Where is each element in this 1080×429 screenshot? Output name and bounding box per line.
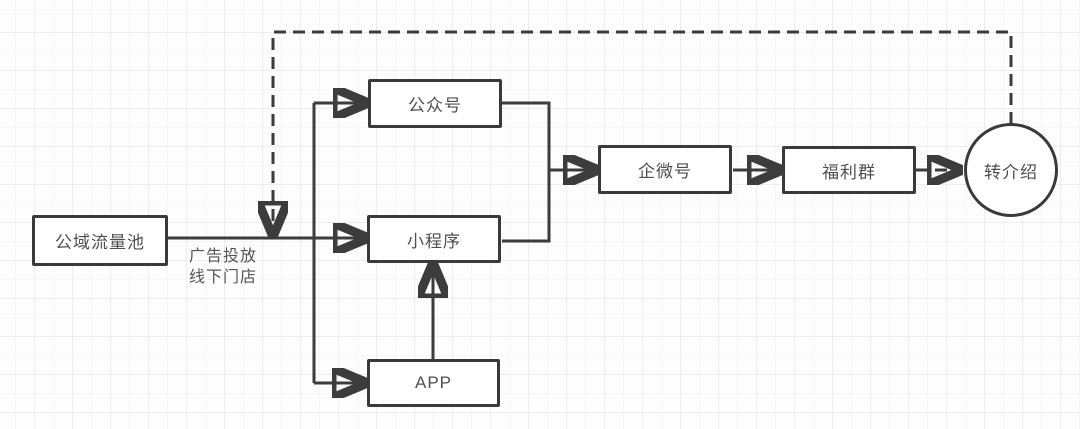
edge-merge-bracket [502,101,551,243]
node-official-account: 公众号 [368,79,502,128]
node-wecom-account-label: 企微号 [638,162,692,181]
flow-edge-label-line2: 线下门店 [189,269,258,286]
flow-edge-label: 广告投放 线下门店 [189,246,257,288]
node-referral-label: 转介绍 [984,162,1038,182]
node-public-pool: 公域流量池 [32,215,168,266]
node-app: APP [367,359,500,407]
node-mini-program: 小程序 [367,215,501,263]
node-welfare-group: 福利群 [782,146,916,194]
node-official-account-label: 公众号 [408,96,462,115]
node-referral: 转介绍 [964,123,1058,217]
node-mini-program-label: 小程序 [407,231,461,251]
node-app-label: APP [414,373,453,392]
node-welfare-group-label: 福利群 [822,162,876,182]
node-public-pool-label: 公域流量池 [55,233,145,252]
flow-edge-label-line1: 广告投放 [189,248,258,265]
edge-referral-feedback-loop [273,30,1013,231]
node-wecom-account: 企微号 [598,145,732,194]
